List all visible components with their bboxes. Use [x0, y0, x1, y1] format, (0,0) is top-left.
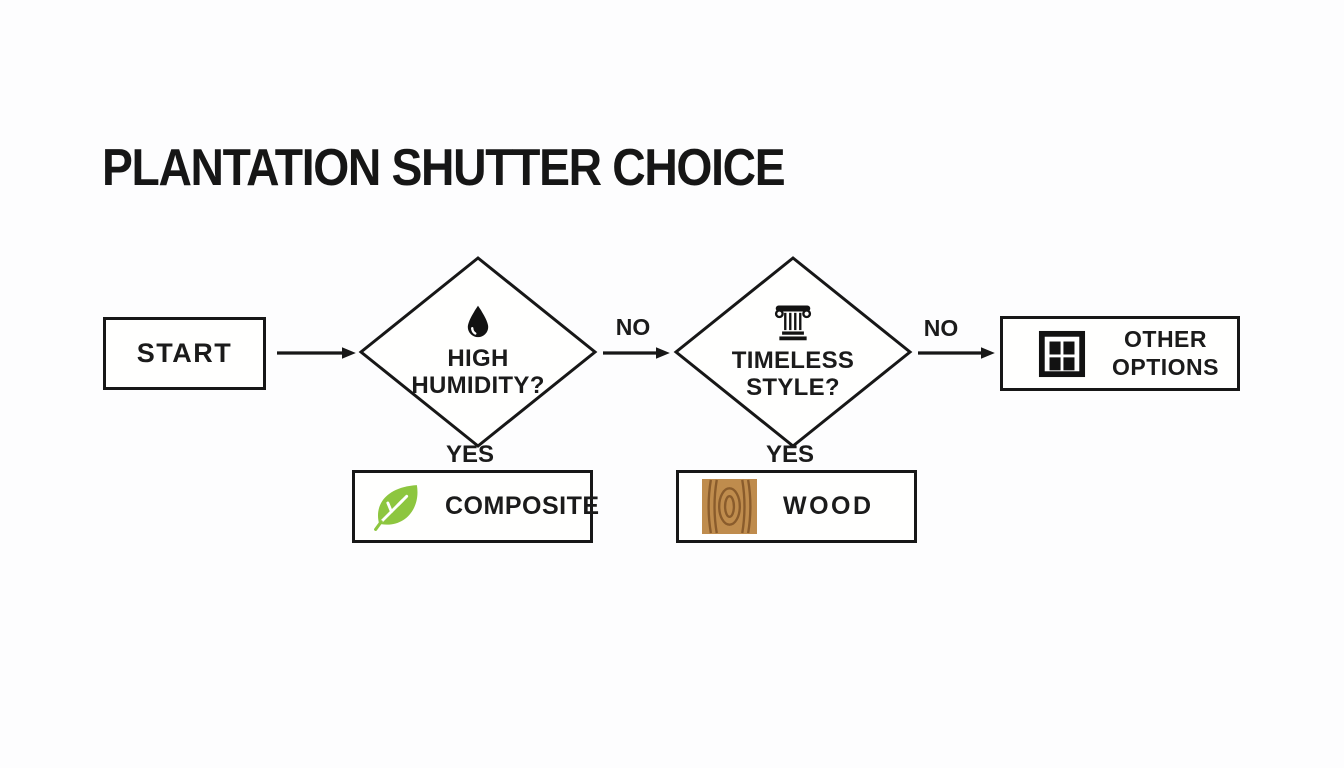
edge-label-yes-humidity: YES — [445, 441, 495, 468]
decision-label-timeless-style: TIMELESS STYLE? — [731, 346, 855, 401]
column-icon — [774, 305, 812, 340]
window-icon — [1038, 330, 1086, 377]
other-options-label: OTHER OPTIONS — [1112, 326, 1220, 380]
edge-label-no-humidity: NO — [615, 314, 651, 340]
decision-diamond-high-humidity — [358, 256, 598, 448]
node-start: START — [103, 317, 266, 390]
wood-label: WOOD — [783, 492, 874, 520]
composite-label: COMPOSITE — [445, 492, 600, 520]
water-drop-icon — [467, 305, 489, 337]
wood-grain-icon — [702, 479, 757, 534]
node-wood: WOOD — [676, 470, 917, 543]
leaf-icon — [374, 485, 418, 531]
node-other-options: OTHER OPTIONS — [1000, 316, 1240, 391]
node-composite: COMPOSITE — [352, 470, 599, 543]
edge-label-no-style: NO — [923, 315, 959, 341]
node-high-humidity: HIGH HUMIDITY? — [393, 282, 563, 420]
edge-label-yes-style: YES — [765, 441, 815, 468]
start-label: START — [136, 338, 233, 368]
decision-label-high-humidity: HIGH HUMIDITY? — [411, 344, 545, 399]
node-timeless-style: TIMELESS STYLE? — [708, 282, 878, 420]
page-title: PLANTATION SHUTTER CHOICE — [102, 139, 786, 197]
decision-diamond-timeless-style — [673, 256, 913, 448]
